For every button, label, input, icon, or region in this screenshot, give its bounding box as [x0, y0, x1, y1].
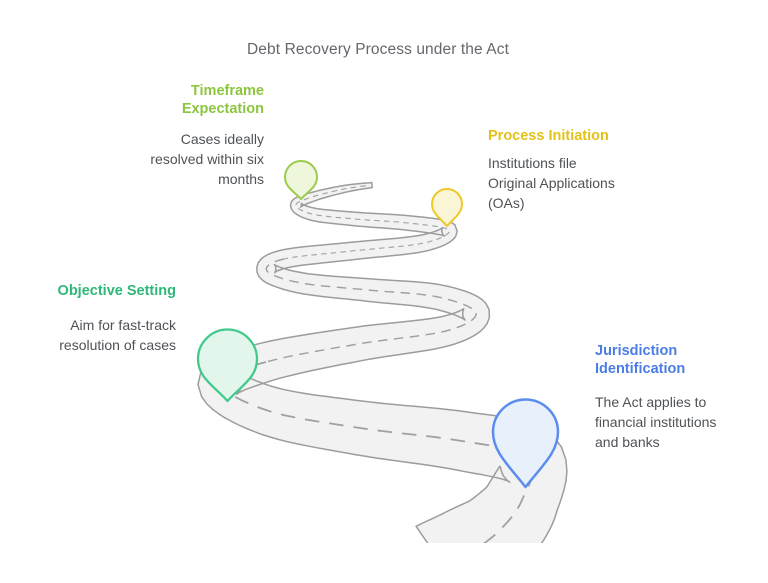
- milestone-description-timeframe-expectation: Cases ideally resolved within six months: [150, 131, 264, 187]
- pin-process-initiation: [431, 188, 463, 227]
- milestone-label-process-initiation: Process Initiation: [488, 128, 609, 144]
- pin-objective-setting: [196, 328, 259, 403]
- milestone-description-jurisdiction-identification: The Act applies to financial institution…: [595, 394, 717, 450]
- diagram-title: Debt Recovery Process under the Act: [247, 41, 509, 58]
- milestone-process-initiation: Process Initiation Institutions file Ori…: [488, 127, 678, 213]
- milestone-description-objective-setting: Aim for fast-track resolution of cases: [59, 317, 176, 353]
- milestone-objective-setting: Objective Setting Aim for fast-track res…: [0, 282, 176, 355]
- milestone-label-objective-setting: Objective Setting: [57, 283, 176, 299]
- milestone-description-process-initiation: Institutions file Original Applications …: [488, 155, 615, 211]
- road-centerline-top: [283, 185, 450, 260]
- road-centerline-middle: [265, 258, 477, 363]
- milestone-jurisdiction-identification: Jurisdiction Identification The Act appl…: [595, 342, 768, 452]
- pin-timeframe-expectation: [284, 160, 318, 200]
- road: [197, 181, 568, 543]
- pin-jurisdiction-identification: [491, 398, 560, 489]
- milestone-label-timeframe-expectation: Timeframe Expectation: [181, 83, 264, 117]
- milestone-label-jurisdiction-identification: Jurisdiction Identification: [595, 343, 686, 377]
- milestone-timeframe-expectation: Timeframe Expectation Cases ideally reso…: [74, 82, 264, 189]
